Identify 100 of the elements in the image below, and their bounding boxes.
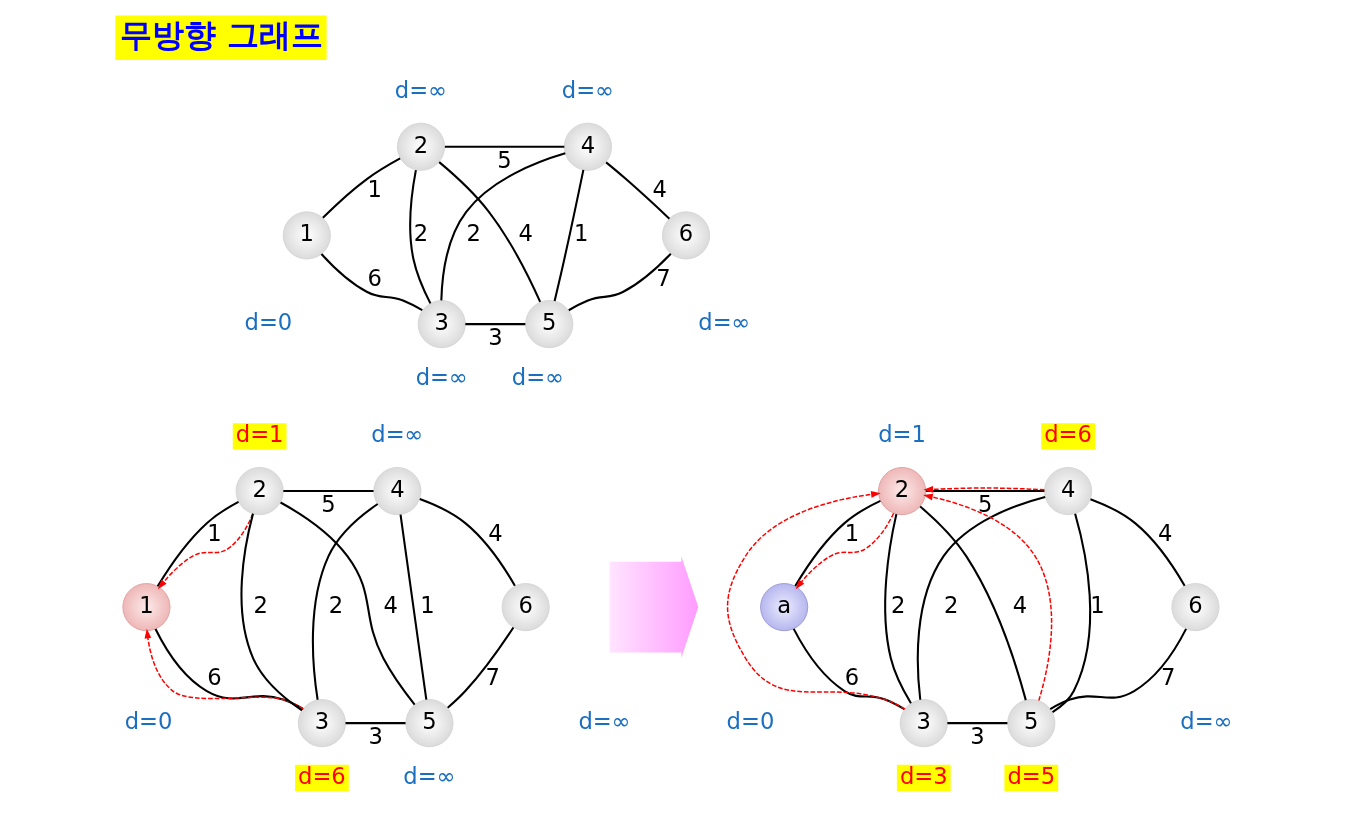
connector — [793, 499, 881, 587]
node-label: d=1 — [235, 421, 284, 448]
node-label: d=∞ — [697, 308, 750, 335]
connector — [464, 323, 525, 326]
connector — [444, 145, 564, 148]
connector — [321, 157, 401, 219]
edge-label: 2 — [890, 591, 905, 618]
edge-label: 7 — [484, 663, 500, 690]
connector — [408, 169, 431, 304]
node-label: d=∞ — [561, 76, 614, 103]
connector — [446, 626, 514, 709]
node-circle: 6 — [1170, 583, 1219, 632]
connector — [282, 490, 374, 493]
arrow — [726, 491, 906, 710]
node-label: d=1 — [877, 421, 926, 448]
node-circle: 2 — [235, 467, 284, 516]
node-label: d=∞ — [511, 363, 564, 390]
node-circle: 3 — [297, 699, 346, 748]
connector — [239, 513, 303, 712]
node-circle: 2 — [396, 122, 445, 171]
node-label: d=∞ — [415, 363, 468, 390]
node-circle: 6 — [501, 583, 550, 632]
edge-label: 1 — [367, 175, 382, 202]
connector — [438, 161, 541, 303]
diagram-title: 무방향 그래프 — [119, 15, 323, 54]
edge-label: 2 — [943, 591, 958, 618]
connector — [946, 722, 1007, 725]
connector — [883, 513, 912, 704]
edge-label: 5 — [496, 146, 512, 173]
node-circle: a — [759, 583, 808, 632]
node-circle: 4 — [372, 467, 421, 516]
edge-label: 4 — [1012, 591, 1027, 618]
connector — [156, 501, 239, 587]
node-label: d=0 — [244, 308, 292, 335]
edge-label: 6 — [367, 264, 382, 291]
edge-label: 1 — [844, 520, 859, 547]
edge-label: 5 — [320, 491, 336, 518]
node-circle: 4 — [1043, 467, 1092, 516]
connector — [320, 253, 423, 312]
edge-label: 4 — [487, 520, 503, 547]
edge-label: 3 — [367, 723, 383, 750]
node-circle: 3 — [899, 699, 948, 748]
node-label: d=6 — [297, 762, 346, 789]
edge-label: 4 — [1157, 520, 1172, 547]
connector — [553, 169, 584, 302]
connector — [311, 503, 378, 700]
node-circle: 1 — [282, 211, 331, 260]
node-circle: 5 — [1006, 699, 1055, 748]
edge-label: 1 — [573, 220, 589, 247]
node-arrow — [609, 556, 698, 659]
connector — [345, 722, 406, 725]
node-circle: 4 — [563, 122, 612, 171]
arrow — [157, 512, 254, 590]
edge-label: 2 — [252, 591, 268, 618]
connector — [439, 152, 566, 301]
node-label: d=0 — [726, 707, 774, 734]
edge-label: 2 — [466, 220, 481, 247]
edge-label: 2 — [328, 591, 343, 618]
node-label: d=∞ — [402, 762, 456, 789]
connector — [418, 498, 516, 587]
node-label: d=6 — [1043, 421, 1092, 448]
node-circle: 2 — [877, 467, 926, 516]
node-circle: 3 — [417, 300, 466, 349]
node-label: d=∞ — [1179, 707, 1233, 734]
edge-label: 6 — [844, 663, 859, 690]
node-label: d=∞ — [394, 76, 447, 103]
connector — [399, 514, 427, 700]
edge-label: 4 — [383, 591, 398, 618]
node-circle: 5 — [524, 300, 573, 349]
connector — [605, 161, 670, 220]
edge-label: 3 — [487, 324, 503, 351]
edge-label: 1 — [419, 591, 435, 618]
edge-label: 6 — [206, 663, 222, 690]
connector — [925, 490, 1044, 493]
node-label: d=0 — [124, 707, 172, 734]
edge-label: 2 — [413, 220, 428, 247]
edge-label: 1 — [206, 520, 222, 547]
connector — [1049, 628, 1187, 710]
node-circle: 6 — [661, 211, 710, 260]
edge-label: 4 — [651, 175, 667, 202]
connector — [919, 505, 1027, 701]
node-label: d=∞ — [370, 421, 423, 448]
edge-label: 4 — [517, 220, 533, 247]
edge-label: 3 — [969, 723, 985, 750]
connector — [1089, 498, 1186, 587]
connector — [1051, 513, 1091, 713]
edge-label: 7 — [1160, 663, 1175, 690]
edge-label: 1 — [1089, 591, 1105, 618]
edge-label: 7 — [655, 264, 671, 291]
node-circle: 5 — [404, 699, 453, 748]
node-label: d=∞ — [578, 707, 631, 734]
node-circle: 1 — [121, 583, 170, 632]
connector — [792, 628, 905, 711]
connector — [567, 252, 672, 312]
edge-label: 5 — [977, 491, 992, 518]
arrow — [923, 486, 1045, 493]
node-label: d=3 — [899, 762, 948, 789]
node-label: d=5 — [1006, 762, 1055, 789]
connector — [279, 501, 415, 706]
arrow — [795, 512, 894, 590]
